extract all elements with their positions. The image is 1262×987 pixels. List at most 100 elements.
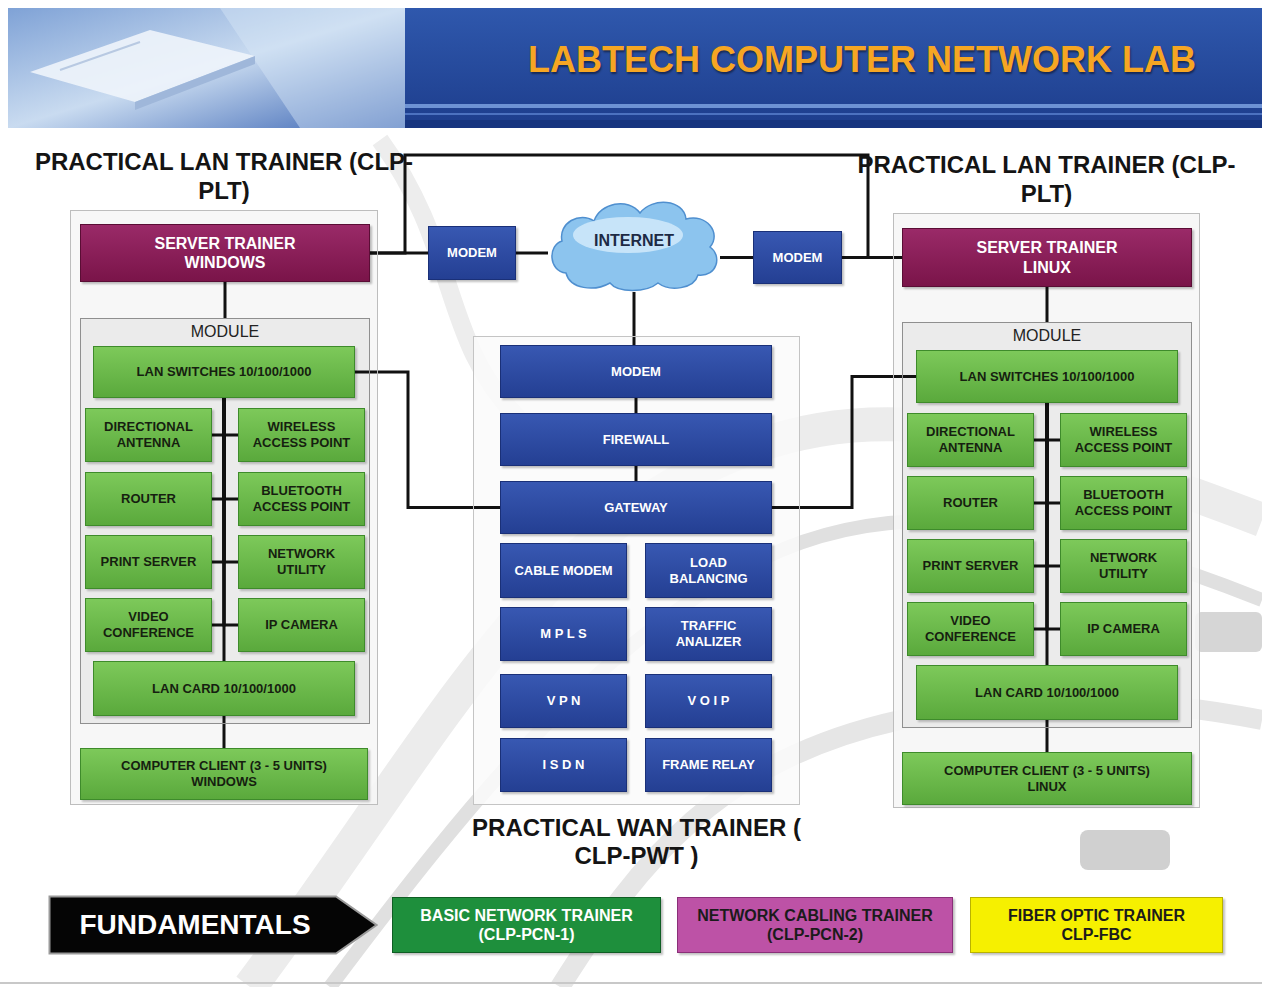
wan-device-box: MODEM: [500, 345, 772, 398]
panel-heading: PRACTICAL LAN TRAINER (CLP-PLT): [34, 148, 414, 205]
wan-device-box: MODEM: [753, 231, 842, 284]
internet-cloud: INTERNET: [548, 195, 720, 292]
network-link: [1046, 403, 1049, 665]
box-label: IP CAMERA: [265, 617, 338, 633]
network-link: [635, 398, 638, 413]
lan-device-box: DIRECTIONAL ANTENNA: [85, 408, 212, 462]
box-label: M P L S: [540, 626, 586, 642]
lan-device-box: VIDEO CONFERENCE: [907, 602, 1034, 656]
box-label: SERVER TRAINER LINUX: [962, 238, 1132, 276]
box-label: V P N: [547, 693, 581, 709]
box-label: IP CAMERA: [1087, 621, 1160, 637]
heading-holder: PRACTICAL WAN TRAINER ( CLP-PWT ): [447, 814, 827, 871]
page-title: LABTECH COMPUTER NETWORK LAB: [462, 38, 1262, 81]
lan-device-box: IP CAMERA: [238, 598, 365, 652]
trainer-panel: PRACTICAL WAN TRAINER ( CLP-PWT )MODEMFI…: [473, 336, 800, 805]
box-label: COMPUTER CLIENT (3 - 5 UNITS) LINUX: [927, 763, 1167, 794]
box-label: CABLE MODEM: [514, 563, 612, 579]
box-label: FRAME RELAY: [662, 757, 755, 773]
heading-holder: MODULE: [81, 322, 369, 341]
module-group: MODULELAN SWITCHES 10/100/1000DIRECTIONA…: [902, 322, 1192, 728]
panel-fill: [473, 336, 800, 805]
server-box: SERVER TRAINER LINUX: [902, 228, 1192, 287]
header-photo-glare: [220, 8, 405, 128]
lan-device-box: IP CAMERA: [1060, 602, 1187, 656]
wan-device-box: TRAFFIC ANALIZER: [645, 607, 772, 661]
wan-device-box: M P L S: [500, 607, 627, 661]
box-label: NETWORK CABLING TRAINER (CLP-PCN-2): [684, 906, 946, 944]
router-photo-line: [60, 42, 140, 70]
heading-holder: PRACTICAL LAN TRAINER (CLP-PLT): [857, 151, 1237, 208]
header-band: [8, 8, 1262, 128]
box-label: WIRELESS ACCESS POINT: [245, 419, 358, 450]
box-label: VIDEO CONFERENCE: [92, 609, 205, 640]
network-link: [1034, 403, 1047, 440]
panel-heading: PRACTICAL WAN TRAINER ( CLP-PWT ): [447, 814, 827, 871]
box-label: PRINT SERVER: [923, 558, 1019, 574]
network-link: [1034, 403, 1047, 629]
title-band: LABTECH COMPUTER NETWORK LAB: [462, 38, 1262, 81]
cloud-highlight: [573, 217, 683, 253]
lan-device-box: COMPUTER CLIENT (3 - 5 UNITS) LINUX: [902, 752, 1192, 805]
box-label: DIRECTIONAL ANTENNA: [92, 419, 205, 450]
box-label: VIDEO CONFERENCE: [914, 613, 1027, 644]
box-label: COMPUTER CLIENT (3 - 5 UNITS) WINDOWS: [104, 758, 344, 789]
lan-device-box: ROUTER: [907, 476, 1034, 530]
header-stripe: [405, 104, 1262, 108]
network-link: [516, 252, 548, 255]
wan-device-box: V P N: [500, 674, 627, 728]
network-link: [355, 372, 500, 508]
wan-device-box: V O I P: [645, 674, 772, 728]
network-link: [1046, 287, 1049, 322]
box-label: LAN CARD 10/100/1000: [152, 681, 296, 697]
lan-device-box: PRINT SERVER: [907, 539, 1034, 593]
lan-device-box: DIRECTIONAL ANTENNA: [907, 413, 1034, 467]
lan-device-box: BLUETOOTH ACCESS POINT: [238, 472, 365, 526]
trainer-box: FIBER OPTIC TRAINER CLP-FBC: [970, 897, 1223, 953]
cable-photo: [250, 424, 1262, 987]
box-label: NETWORK UTILITY: [245, 546, 358, 577]
heading-holder: PRACTICAL LAN TRAINER (CLP-PLT): [34, 148, 414, 205]
box-label: MODEM: [611, 364, 661, 380]
lan-device-box: ROUTER: [85, 472, 212, 526]
box-label: BLUETOOTH ACCESS POINT: [245, 483, 358, 514]
box-label: FUNDAMENTALS: [79, 908, 310, 942]
box-label: LAN SWITCHES 10/100/1000: [960, 369, 1135, 385]
panel-fill: [70, 210, 378, 805]
network-link: [212, 398, 224, 562]
lan-device-box: WIRELESS ACCESS POINT: [238, 408, 365, 462]
box-label: MODEM: [447, 245, 497, 261]
wan-device-box: GATEWAY: [500, 481, 772, 534]
box-label: MODEM: [773, 250, 823, 266]
network-link: [633, 292, 636, 345]
network-link: [720, 256, 753, 259]
header-photo: [8, 8, 405, 128]
network-link: [212, 398, 224, 625]
box-label: WIRELESS ACCESS POINT: [1067, 424, 1180, 455]
network-link: [224, 398, 238, 562]
wan-device-box: CABLE MODEM: [500, 543, 627, 598]
network-link: [224, 398, 238, 435]
footer-rule: [0, 982, 1262, 984]
box-label: BLUETOOTH ACCESS POINT: [1067, 487, 1180, 518]
arrow-outline: [50, 897, 377, 954]
trainer-box: NETWORK CABLING TRAINER (CLP-PCN-2): [677, 897, 953, 953]
fundamentals-arrow: FUNDAMENTALS: [48, 895, 378, 955]
plug-photo: [1080, 830, 1170, 870]
trainer-panel: PRACTICAL LAN TRAINER (CLP-PLT)SERVER TR…: [893, 213, 1200, 808]
network-link: [224, 398, 238, 499]
box-label: SERVER TRAINER WINDOWS: [140, 234, 310, 272]
lan-device-box: LAN CARD 10/100/1000: [916, 665, 1178, 720]
lan-device-box: COMPUTER CLIENT (3 - 5 UNITS) WINDOWS: [80, 748, 368, 800]
box-label: INTERNET: [594, 231, 674, 250]
router-photo-edge: [135, 56, 255, 110]
header-stripe: [405, 120, 1262, 128]
trainer-panel: PRACTICAL LAN TRAINER (CLP-PLT)SERVER TR…: [70, 210, 378, 805]
wan-device-box: MODEM: [428, 226, 516, 280]
panel-fill: [902, 322, 1192, 728]
box-label: LAN CARD 10/100/1000: [975, 685, 1119, 701]
panel-fill: [80, 318, 370, 724]
box-label: DIRECTIONAL ANTENNA: [914, 424, 1027, 455]
